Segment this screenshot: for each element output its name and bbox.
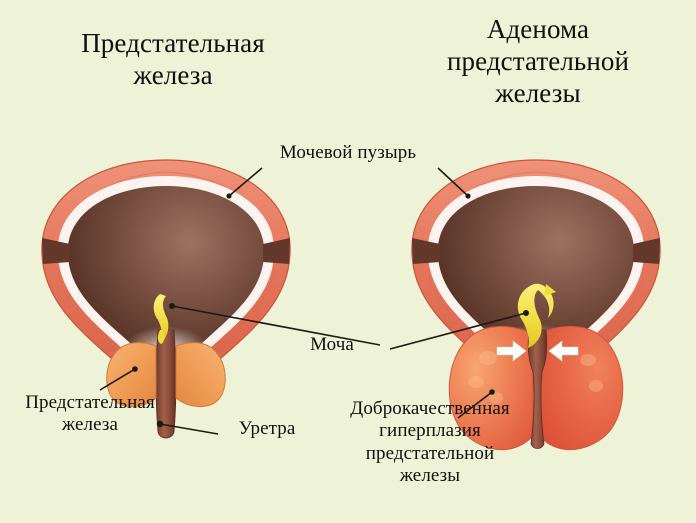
label-prostate-gland: Предстательная железа bbox=[25, 392, 155, 436]
bph-diagram bbox=[411, 159, 661, 451]
prostate-lobe-left-L bbox=[106, 342, 157, 407]
urine-swirl-right bbox=[517, 283, 554, 348]
label-urinary-bladder: Мочевой пузырь bbox=[279, 142, 417, 163]
leader-dot-prostate-normal bbox=[132, 366, 138, 372]
compressed-urethra bbox=[527, 329, 548, 449]
leader-lines bbox=[99, 167, 529, 435]
label-benign-prostatic-hyperplasia: Доброкачественная гиперплазия предстател… bbox=[350, 398, 510, 487]
leader-dot-urine-right bbox=[523, 310, 529, 316]
hyperplasia-nodules bbox=[468, 351, 603, 404]
leader-urine-left bbox=[171, 305, 381, 346]
leader-urethra bbox=[159, 423, 219, 435]
leader-dot-bladder-right bbox=[465, 193, 471, 199]
ureter-opening-right-L bbox=[263, 238, 290, 264]
leader-dot-urine-left bbox=[169, 303, 175, 309]
normal-prostate-diagram bbox=[41, 159, 291, 439]
compression-arrow-left bbox=[496, 340, 527, 362]
label-urethra: Уретра bbox=[238, 418, 296, 439]
enlarged-prostate-lobe-right bbox=[538, 325, 624, 451]
urine-droplet-left bbox=[157, 330, 165, 344]
ureter-opening-left-L bbox=[42, 238, 70, 264]
leader-dot-urethra bbox=[156, 420, 164, 428]
leader-bph bbox=[457, 391, 493, 419]
urine-swirl-arrowhead bbox=[544, 284, 556, 296]
title-prostate-adenoma: Аденома предстательной железы bbox=[446, 14, 630, 108]
leader-urine-right bbox=[389, 312, 527, 350]
bladder-lumen-right bbox=[437, 186, 635, 371]
prostate-lobe-right-L bbox=[175, 342, 226, 407]
compression-arrow-right bbox=[548, 340, 579, 362]
ureter-opening-right-R bbox=[633, 238, 660, 264]
urine-stream-left bbox=[153, 294, 169, 342]
leader-dot-bladder-left bbox=[226, 193, 232, 199]
leader-bladder-left bbox=[228, 167, 263, 197]
leader-prostate-normal bbox=[99, 368, 136, 391]
bladder-lumen-left bbox=[67, 186, 265, 371]
label-urine: Моча bbox=[310, 334, 354, 355]
title-normal-prostate: Предстательная железа bbox=[81, 28, 265, 90]
leader-bladder-right bbox=[437, 167, 469, 197]
leader-dot-bph bbox=[489, 389, 495, 395]
enlarged-prostate-lobe-left bbox=[448, 325, 534, 451]
ureter-opening-left-R bbox=[412, 238, 440, 264]
